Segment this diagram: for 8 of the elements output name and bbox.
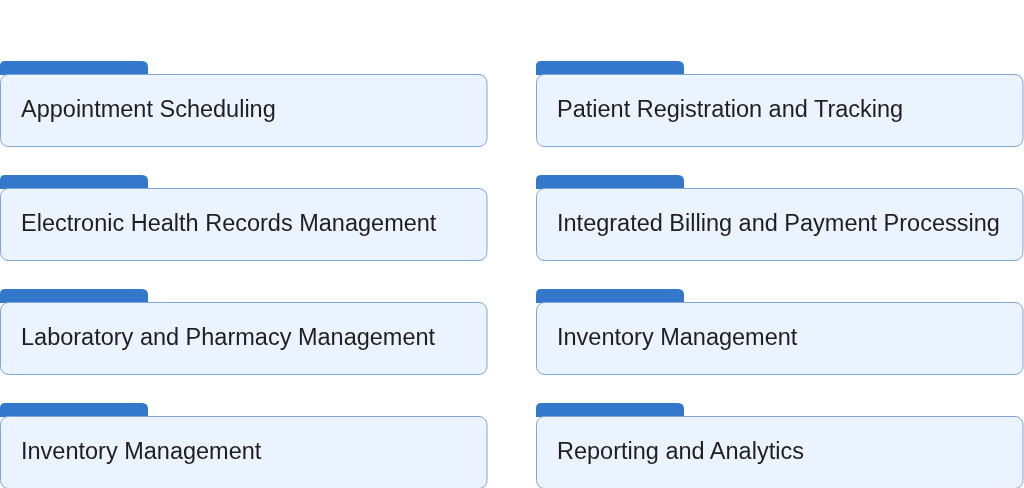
card-label: Integrated Billing and Payment Processing (557, 211, 1000, 235)
card-label: Inventory Management (557, 325, 798, 349)
card-label: Electronic Health Records Management (21, 211, 437, 235)
card-label: Laboratory and Pharmacy Management (21, 325, 436, 349)
card-label: Appointment Scheduling (21, 97, 276, 121)
card-label: Patient Registration and Tracking (557, 97, 904, 121)
card-label: Inventory Management (21, 439, 262, 463)
card-label: Reporting and Analytics (557, 439, 804, 463)
